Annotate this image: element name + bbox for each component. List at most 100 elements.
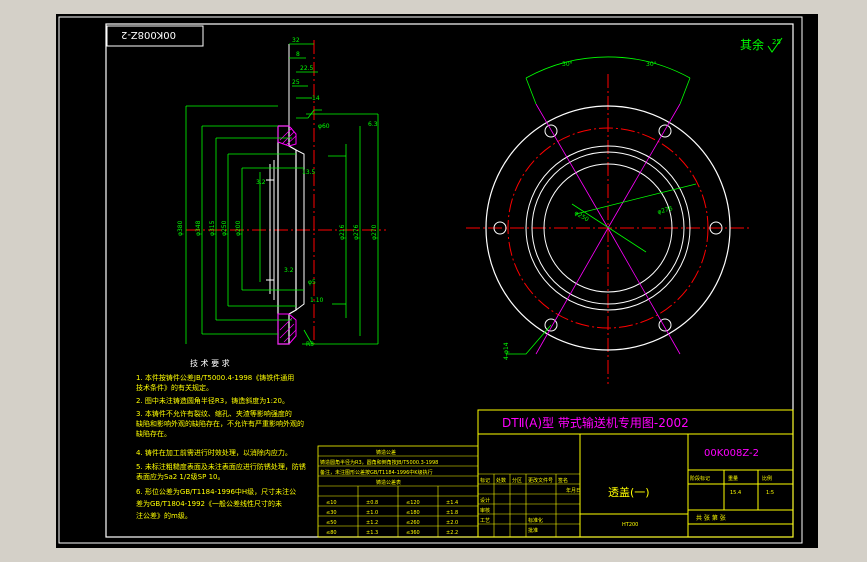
svg-text:≤120: ≤120	[406, 500, 420, 506]
main-title: DTⅡ(A)型 带式输送机专用图-2002	[502, 415, 689, 430]
tech-item-6b: 差为GB/T1804-1992《一般公差线性尺寸的未	[136, 499, 282, 508]
hole-2	[658, 124, 672, 138]
outer-frame	[58, 16, 803, 544]
svg-text:±1.4: ±1.4	[446, 500, 458, 506]
svg-text:±1.2: ±1.2	[366, 520, 378, 526]
dim-1-10: 1.10	[310, 297, 324, 304]
svg-text:±1.3: ±1.3	[366, 530, 378, 536]
tech-item-5b: 表面应为Sa2 1/2级SP 10。	[136, 472, 224, 481]
dim-phi315: φ315	[209, 220, 216, 236]
front-dim-phi250: φ250	[573, 210, 590, 224]
tech-title: 技 术 要 求	[190, 358, 230, 368]
tech-item-6c: 注公差》的m级。	[136, 511, 192, 520]
svg-text:15.4: 15.4	[730, 490, 741, 496]
svg-text:比例: 比例	[762, 475, 772, 482]
dim-phi276: φ276	[353, 224, 360, 240]
bolt-circle	[507, 127, 709, 329]
cad-viewport[interactable]: 00K008Z-2 其余 25	[56, 14, 818, 548]
svg-text:重量: 重量	[728, 475, 738, 482]
svg-text:处数: 处数	[496, 477, 506, 484]
svg-text:标准化: 标准化	[528, 517, 543, 524]
dim-phi270: φ270	[371, 224, 378, 240]
dim-3-2b: 3.2	[284, 267, 294, 274]
part-inner	[295, 149, 305, 311]
svg-text:审核: 审核	[480, 507, 490, 514]
dim-6-3: 6.3	[368, 121, 378, 128]
roughness-symbol	[767, 37, 783, 53]
outer-circle	[485, 105, 731, 351]
svg-text:设计: 设计	[480, 497, 490, 504]
tech-item-1b: 技术条件》的有关规定。	[136, 383, 213, 392]
svg-text:标记: 标记	[480, 477, 490, 484]
dim-25: 25	[292, 79, 300, 86]
dim-8: 8	[296, 51, 300, 58]
svg-text:年月日: 年月日	[566, 487, 581, 494]
circle-3	[531, 151, 685, 305]
svg-text:±0.8: ±0.8	[366, 500, 378, 506]
hole-3	[544, 318, 558, 332]
hole-6	[709, 221, 723, 235]
circle-4	[543, 163, 673, 293]
svg-text:≤50: ≤50	[326, 520, 337, 526]
front-view: 30° 30° φ250 φ276 4-φ14	[466, 56, 750, 384]
svg-text:批准: 批准	[528, 527, 538, 534]
part-name: 透盖(一)	[608, 485, 650, 499]
code-box-text: 00K008Z-2	[121, 29, 176, 40]
tech-item-3c: 缺陷存在。	[136, 429, 171, 438]
svg-text:工艺: 工艺	[480, 518, 490, 524]
front-dim-phi276: φ276	[657, 205, 674, 216]
dim-phi380: φ380	[177, 220, 184, 236]
holes-label: 4-φ14	[503, 342, 510, 360]
svg-text:≤180: ≤180	[406, 510, 420, 516]
tol-title: 铸造公差	[376, 449, 396, 456]
svg-text:≤80: ≤80	[326, 530, 337, 536]
tol-row2: 备注，未注图形公差按GB/T1184-1996中K级执行	[320, 469, 433, 476]
dim-phi250: φ250	[221, 220, 228, 236]
roughness-value: 25	[772, 38, 781, 46]
drawing-no: 00K008Z-2	[704, 448, 759, 459]
svg-text:1:5: 1:5	[766, 490, 774, 496]
svg-text:±2.0: ±2.0	[446, 520, 458, 526]
svg-text:分区: 分区	[512, 477, 522, 484]
svg-text:阶段标记: 阶段标记	[690, 475, 710, 482]
tolerance-table: 铸造公差 铸造圆角半径为R3，圆角和倒角按JB/T5000.3-1998 备注，…	[317, 445, 479, 538]
angle-arc	[525, 56, 691, 79]
svg-text:±1.0: ±1.0	[366, 510, 378, 516]
dim-22-5: 22.5	[300, 65, 314, 72]
tech-item-1: 1. 本件按铸件公差JB/T5000.4-1998《铸铁件通用	[136, 373, 294, 382]
tech-item-4: 4. 铸件在加工前需进行时效处理，以消除内应力。	[136, 448, 292, 457]
tech-requirements: 技 术 要 求 1. 本件按铸件公差JB/T5000.4-1998《铸铁件通用 …	[136, 358, 306, 520]
hole-4	[658, 318, 672, 332]
dim-phi60: φ60	[318, 123, 330, 130]
svg-text:±2.2: ±2.2	[446, 530, 458, 536]
angle-left-label: 30°	[562, 61, 573, 68]
tol-rows: ≤10 ±0.8 ≤120 ±1.4 ≤30 ±1.0 ≤180 ±1.8 ≤5…	[326, 500, 458, 536]
svg-text:≤360: ≤360	[406, 530, 420, 536]
dim-phi200: φ200	[235, 220, 242, 236]
hatch-top	[277, 125, 297, 147]
svg-text:≤30: ≤30	[326, 510, 337, 516]
hatch-bottom	[277, 313, 297, 345]
dim-phi216: φ216	[339, 224, 346, 240]
tech-item-3: 3. 本铸件不允许有裂纹、缩孔、夹渣等影响强度的	[136, 409, 292, 418]
section-view: 32 22.5 8 14 25 6.3 3.2 13.5 3.2 φ5 1.10…	[177, 37, 386, 348]
svg-text:更改文件号: 更改文件号	[528, 477, 553, 484]
svg-text:≤10: ≤10	[326, 500, 337, 506]
tech-item-3b: 缺陷和影响外观的缺陷存在，不允许有严重影响外观的	[136, 419, 304, 428]
hole-1	[544, 124, 558, 138]
tech-item-2: 2. 图中未注铸造圆角半径R3，铸造斜度为1:20。	[136, 396, 289, 405]
circle-2	[525, 145, 691, 311]
angle-right-label: 30°	[646, 61, 657, 68]
dim-14: 14	[312, 95, 320, 102]
tech-item-6: 6. 形位公差为GB/T1184-1996中H级，尺寸未注公	[136, 487, 296, 496]
sheet-label: 共 张 第 张	[696, 514, 726, 522]
dim-phi348: φ348	[195, 220, 202, 236]
roughness-note: 其余	[740, 37, 764, 52]
dim-phi5: φ5	[308, 279, 316, 286]
dim-13-5: 13.5	[302, 169, 316, 176]
svg-text:±1.8: ±1.8	[446, 510, 458, 516]
svg-text:签名: 签名	[558, 477, 568, 484]
dim-r3: R3	[306, 341, 314, 348]
material: HT200	[622, 522, 638, 528]
tol-row1: 铸造圆角半径为R3，圆角和倒角按JB/T5000.3-1998	[320, 459, 438, 466]
